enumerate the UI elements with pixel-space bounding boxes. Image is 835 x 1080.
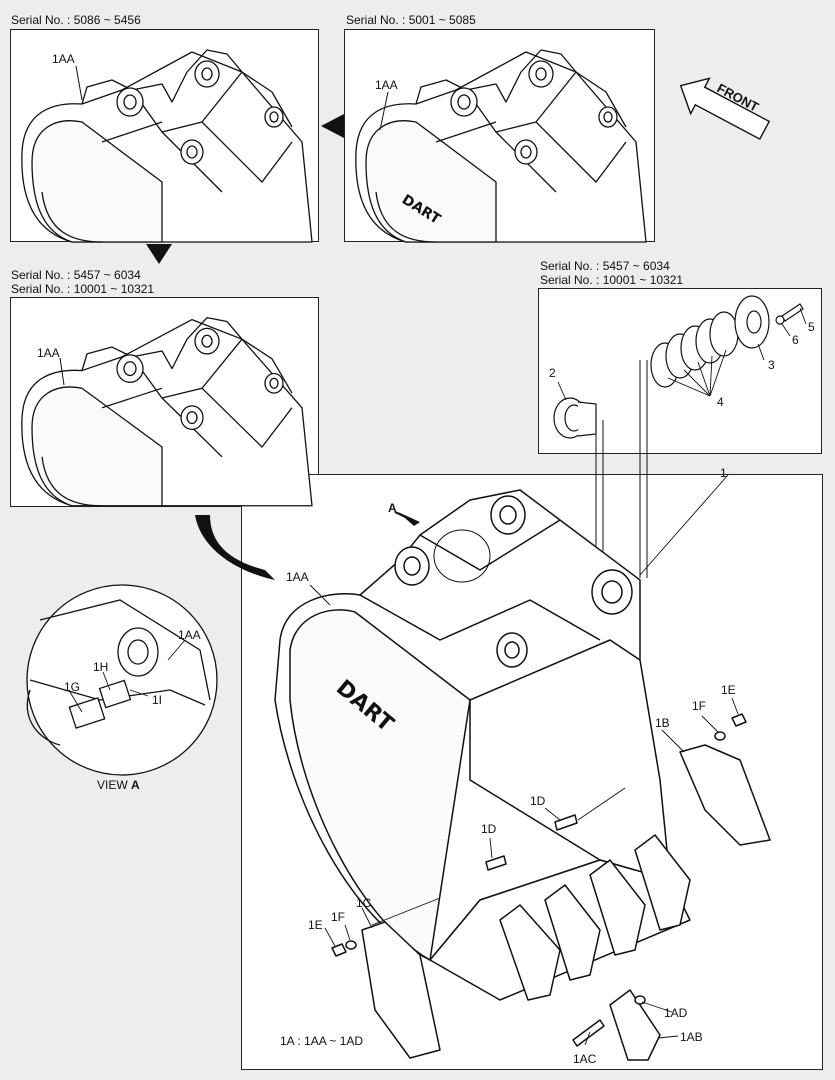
- part-label-1: 1: [720, 466, 727, 480]
- part-label-2: 2: [549, 366, 556, 380]
- part-label-1g: 1G: [64, 680, 81, 694]
- part-label-1ac: 1AC: [573, 1052, 597, 1066]
- part-label-6: 6: [792, 333, 799, 347]
- view-a-title-letter: A: [131, 778, 140, 792]
- detail-parts: [553, 295, 804, 439]
- part-label-1d-upper: 1D: [530, 794, 546, 808]
- serial-top-right: Serial No. : 5001 ~ 5085: [346, 13, 476, 27]
- part-label-1aa-top-left: 1AA: [52, 52, 75, 66]
- part-label-1ad: 1AD: [664, 1006, 688, 1020]
- part-label-1aa-top-right: 1AA: [375, 78, 398, 92]
- serial-mid-left-2: Serial No. : 10001 ~ 10321: [11, 282, 155, 296]
- part-label-4: 4: [717, 395, 724, 409]
- part-label-1c: 1C: [356, 896, 372, 910]
- part-label-1e-left: 1E: [308, 918, 323, 932]
- part-label-5: 5: [808, 320, 815, 334]
- view-arrow-left: [321, 114, 344, 138]
- main-bucket: [274, 489, 771, 1061]
- part-label-1e-right: 1E: [721, 683, 736, 697]
- part-label-1b: 1B: [655, 716, 670, 730]
- part-label-1ab: 1AB: [680, 1030, 703, 1044]
- part-label-1i: 1I: [152, 693, 163, 707]
- part-label-3: 3: [768, 358, 775, 372]
- serial-top-left: Serial No. : 5086 ~ 5456: [11, 13, 141, 27]
- pointer-curve: [195, 515, 275, 580]
- front-arrow-icon: [679, 77, 771, 141]
- view-arrow-down: [146, 244, 172, 264]
- serial-detail-1: Serial No. : 5457 ~ 6034: [540, 259, 670, 273]
- serial-detail-2: Serial No. : 10001 ~ 10321: [540, 273, 684, 287]
- part-label-1aa-main: 1AA: [286, 570, 309, 584]
- serial-mid-left-1: Serial No. : 5457 ~ 6034: [11, 268, 141, 282]
- arrow-a-label: A: [388, 501, 397, 515]
- view-a-title: VIEW A: [97, 778, 140, 792]
- part-label-1d-lower: 1D: [481, 822, 497, 836]
- part-label-1h: 1H: [93, 660, 109, 674]
- part-label-1f-left: 1F: [331, 910, 346, 924]
- part-label-1f-right: 1F: [692, 699, 707, 713]
- assembly-note: 1A : 1AA ~ 1AD: [280, 1034, 364, 1048]
- part-label-1aa-view-a: 1AA: [178, 628, 201, 642]
- view-a-title-word: VIEW: [97, 778, 128, 792]
- view-a-detail: [26, 584, 218, 776]
- part-label-1aa-mid-left: 1AA: [37, 346, 60, 360]
